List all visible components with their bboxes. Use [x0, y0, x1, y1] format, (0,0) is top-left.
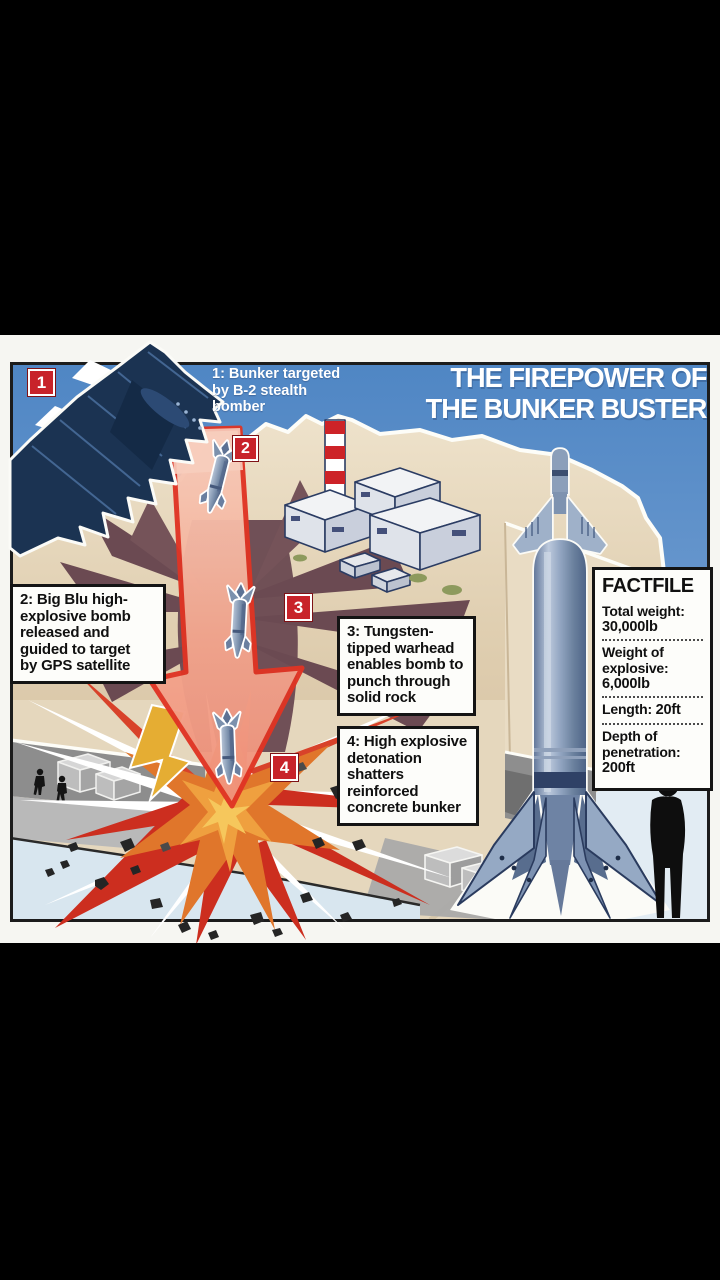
- step-badge-1: 1: [28, 369, 55, 396]
- people-silhouettes: [33, 768, 67, 802]
- factfile-row-length: Length: 20ft: [602, 696, 703, 723]
- page-title: THE FIREPOWER OF THE BUNKER BUSTER: [425, 362, 707, 424]
- factfile-title: FACTFILE: [602, 575, 694, 597]
- step3-callout: 3: Tungsten- tipped warhead enables bomb…: [337, 616, 476, 716]
- step-badge-4: 4: [271, 754, 298, 781]
- title-line-1: THE FIREPOWER OF: [449, 362, 707, 393]
- step4-callout: 4: High explosive detonation shatters re…: [337, 726, 479, 826]
- step-badge-3: 3: [285, 594, 312, 621]
- factfile-row-penetration: Depth of penetration: 200ft: [602, 723, 703, 780]
- step2-callout: 2: Big Blu high- explosive bomb released…: [10, 584, 166, 684]
- bunker-buster-bomb-illustration: [450, 447, 670, 921]
- factfile-row-explosive-weight: Weight of explosive: 6,000lb: [602, 639, 703, 696]
- factfile-box: FACTFILE Total weight: 30,000lb Weight o…: [592, 567, 713, 791]
- step1-caption: 1: Bunker targeted by B-2 stealth bomber: [212, 366, 341, 415]
- bunker-complex-buildings: [284, 419, 481, 595]
- factfile-row-total-weight: Total weight: 30,000lb: [602, 603, 685, 635]
- title-line-2: THE BUNKER BUSTER: [425, 393, 707, 424]
- b2-stealth-bomber-illustration: [8, 340, 225, 558]
- step-badge-2: 2: [233, 436, 258, 461]
